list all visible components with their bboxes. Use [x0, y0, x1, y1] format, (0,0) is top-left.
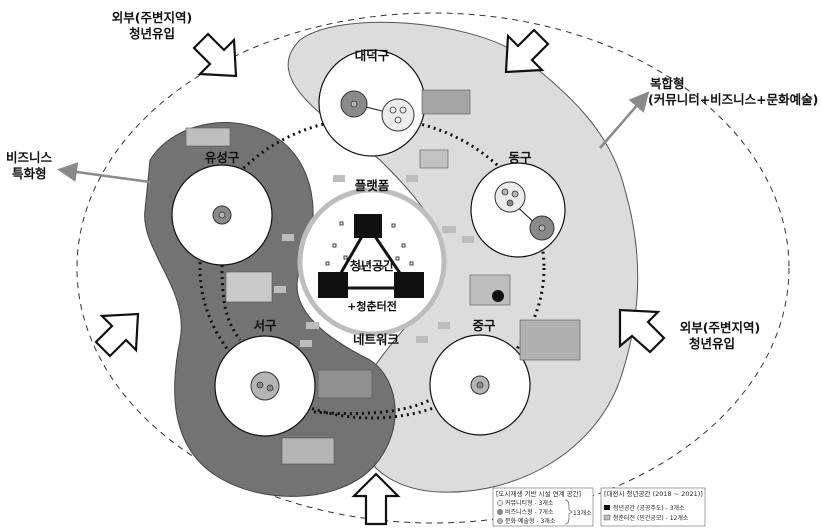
external-label-top-line2: 청년유입	[129, 26, 175, 41]
legend-youth-space-swatch	[604, 505, 610, 510]
complex-arrow	[600, 95, 646, 148]
district-label-seo: 서구	[253, 318, 277, 333]
external-label-right-line1: 외부(주변지역)	[680, 320, 760, 335]
legend-facilities: [도시재생 기반 시설 연계 공간] 커뮤니티형 - 3개소 비즈니스형 - 7…	[493, 488, 593, 526]
inflow-arrow-left	[96, 314, 138, 356]
network-label: 네트워크	[353, 332, 400, 347]
inflow-arrow-bottom	[354, 474, 398, 524]
legend-cheongchun-swatch	[604, 515, 610, 520]
platform-label: 플랫폼	[355, 178, 390, 193]
complex-type-line2: (커뮤니티+비즈니스+문화예술)	[648, 92, 818, 107]
inflow-arrow-top-right	[506, 30, 548, 72]
district-yuseong	[172, 165, 272, 265]
complex-type-line1: 복합형	[650, 76, 685, 91]
legend-community-swatch	[497, 500, 502, 505]
business-type-line2: 특화형	[12, 166, 47, 181]
external-label-top-line1: 외부(주변지역)	[112, 10, 192, 25]
district-seo	[215, 336, 315, 436]
inflow-arrow-top-left	[194, 34, 236, 76]
district-label-yuseong: 유성구	[205, 150, 240, 165]
drum-icon	[492, 290, 504, 302]
district-label-dong: 동구	[508, 150, 532, 165]
district-jung	[430, 335, 530, 435]
external-label-right-line2: 청년유입	[689, 336, 735, 351]
legend-youth-spaces: [대전시 청년공간 (2018 ~ 2021)] 청년공간 (공공주도) - 3…	[601, 488, 705, 526]
district-daedeok	[319, 50, 425, 156]
cheongchun-label: +청춘터전	[347, 299, 397, 313]
legend-culture-swatch	[497, 518, 502, 523]
legend-business-label: 비즈니스형 - 7개소	[505, 508, 554, 516]
legend-culture-label: 문화·예술형 - 3개소	[505, 517, 556, 525]
legend-business-swatch	[497, 509, 502, 514]
legend-community-label: 커뮤니티형 - 3개소	[505, 499, 554, 507]
legend-cheongchun-label: 청춘터전 (민간공모) - 12개소	[613, 514, 689, 522]
district-dong	[471, 163, 565, 257]
legend-facilities-title: [도시재생 기반 시설 연계 공간]	[496, 489, 581, 498]
legend-youth-space-label: 청년공간 (공공주도) - 3개소	[613, 504, 685, 512]
district-label-jung: 중구	[472, 318, 496, 333]
legend-total: 13개소	[573, 509, 592, 517]
legend-youth-title: [대전시 청년공간 (2018 ~ 2021)]	[604, 489, 703, 498]
business-arrow	[62, 170, 150, 182]
district-label-daedeok: 대덕구	[355, 48, 390, 63]
business-type-line1: 비즈니스	[6, 150, 53, 165]
youth-space-label: 청년공간	[350, 258, 394, 273]
